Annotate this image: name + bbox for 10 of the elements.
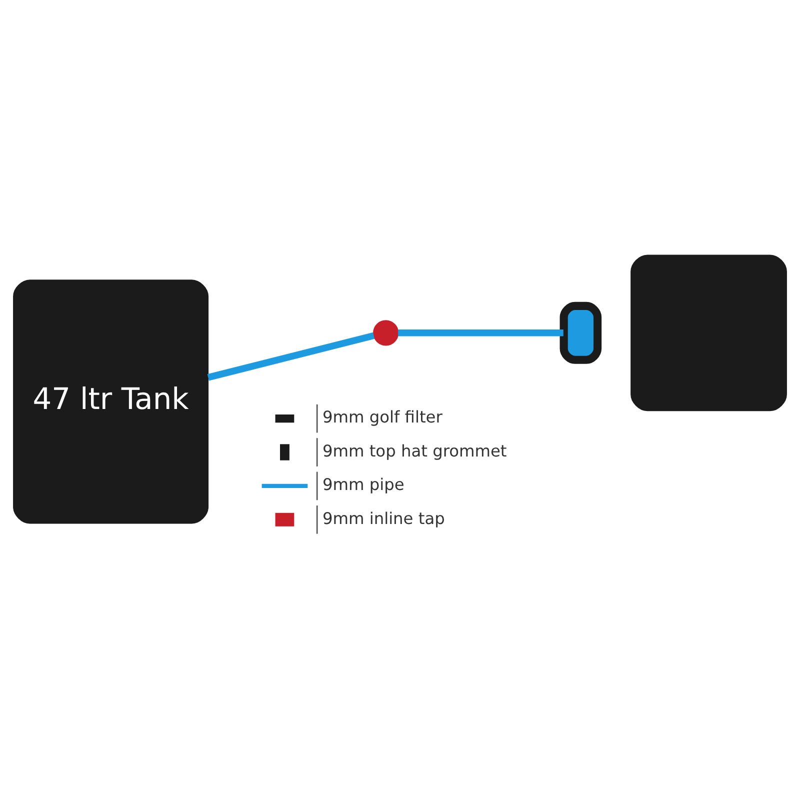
node-box	[560, 302, 602, 364]
node-circle	[373, 320, 399, 346]
legend-label: 9mm pipe	[322, 475, 404, 494]
legend-label: 9mm top hat grommet	[322, 441, 507, 460]
node-box	[630, 254, 787, 412]
node-box: 47 ltr Tank	[13, 280, 209, 524]
legend-label: 9mm inline tap	[322, 508, 445, 528]
connector	[398, 330, 564, 336]
legend-label: 9mm golf filter	[322, 408, 442, 427]
connector	[207, 332, 375, 381]
